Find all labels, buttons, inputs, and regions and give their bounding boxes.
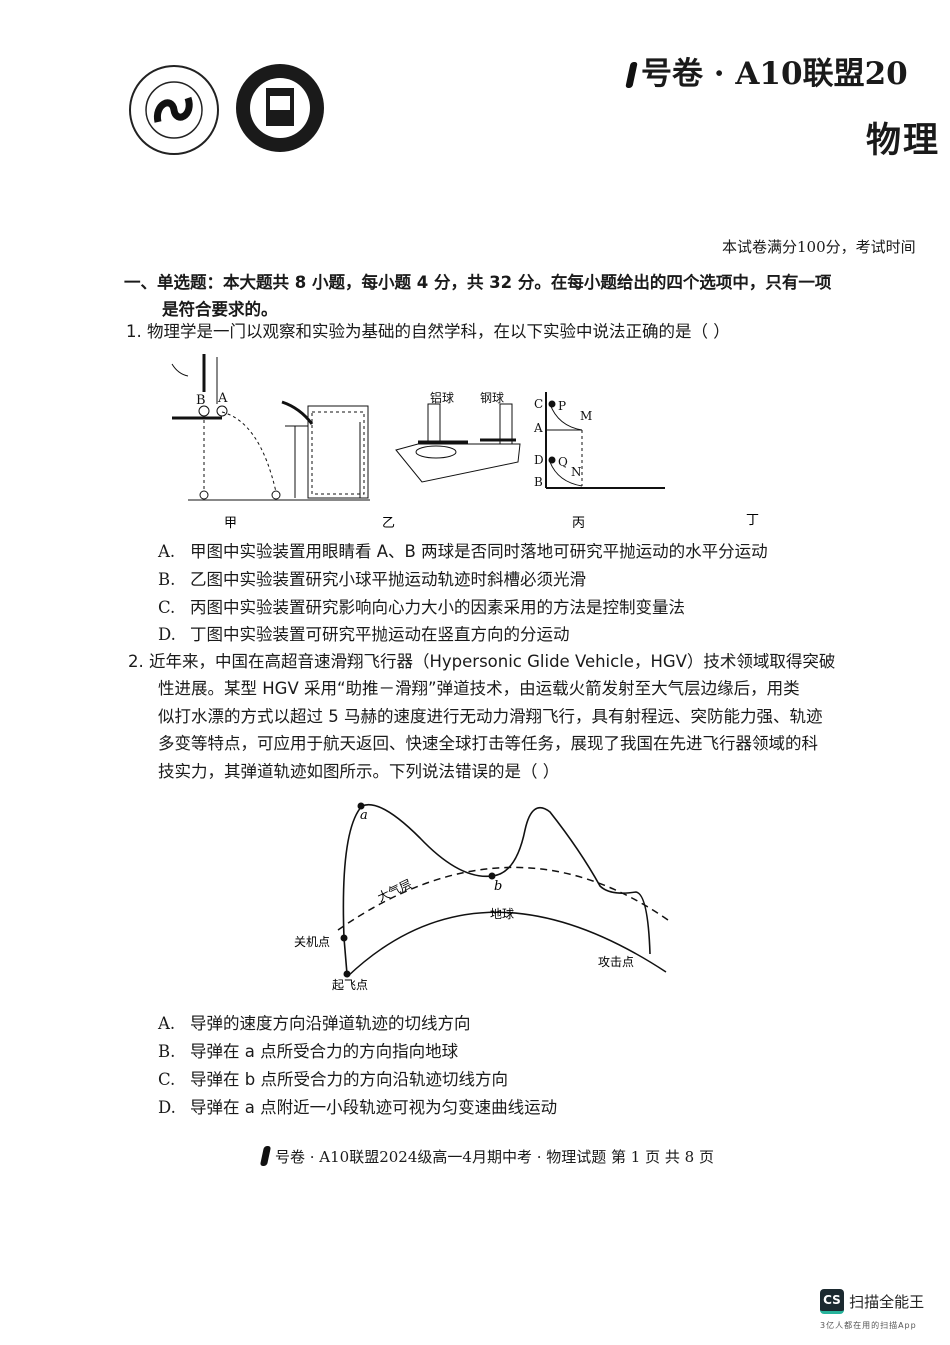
svg-text:地球: 地球 (490, 907, 514, 921)
section-heading-cont: 是符合要求的。 (162, 300, 278, 319)
svg-text:A: A (217, 391, 228, 406)
q1-option-c: C.丙图中实验装置研究影响向心力大小的因素采用的方法是控制变量法 (158, 598, 685, 617)
svg-text:Q: Q (558, 455, 568, 469)
figure-jia: B A (171, 354, 288, 501)
trajectory-figure: a b 大气层 地球 关机点 起飞点 攻击点 (294, 802, 669, 992)
section-heading: 一、单选题：本大题共 8 小题，每小题 4 分，共 32 分。在每小题给出的四个… (124, 273, 832, 292)
q2-stem-line5: 技实力，其弹道轨迹如图所示。下列说法错误的是（ ） (158, 762, 560, 781)
exam-title: 号卷 · A10联盟20 (625, 48, 908, 93)
q1-stem: 1. 物理学是一门以观察和实验为基础的自然学科，在以下实验中说法正确的是（ ） (126, 322, 730, 341)
page-footer: 号卷 · A10联盟2024级高一4月期中考 · 物理试题 第 1 页 共 8 … (259, 1146, 714, 1167)
svg-text:B: B (534, 475, 543, 489)
svg-text:大气层: 大气层 (375, 876, 414, 905)
svg-text:N: N (571, 465, 582, 479)
svg-text:P: P (558, 399, 566, 413)
subject-title: 物理 (866, 120, 941, 161)
q2-option-a: A.导弹的速度方向沿弹道轨迹的切线方向 (158, 1014, 471, 1033)
atmosphere-arc (337, 866, 669, 931)
earth-arc (346, 911, 667, 978)
figure-bing: 铝球 钢球 (395, 390, 521, 483)
caption-ding: 丁 (746, 513, 759, 528)
caption-yi: 乙 (382, 516, 395, 531)
svg-text:D: D (534, 453, 544, 467)
q1-option-b: B.乙图中实验装置研究小球平抛运动轨迹时斜槽必须光滑 (158, 570, 586, 589)
svg-text:M: M (580, 409, 592, 423)
alliance-seal (129, 65, 219, 155)
svg-text:钢球: 钢球 (480, 391, 504, 405)
caption-bing: 丙 (572, 516, 585, 531)
caption-jia: 甲 (224, 516, 237, 531)
camscanner-logo-icon: CS (820, 1289, 844, 1314)
svg-text:B: B (196, 393, 206, 408)
q2-stem-line1: 2. 近年来，中国在高超音速滑翔飞行器（Hypersonic Glide Veh… (128, 652, 836, 671)
school-logos (129, 64, 324, 155)
q2-stem-line2: 性进展。某型 HGV 采用“助推－滑翔”弹道技术，由运载火箭发射至大气层边缘后，… (158, 679, 800, 698)
q2-option-c: C.导弹在 b 点所受合力的方向沿轨迹切线方向 (158, 1070, 508, 1089)
figure-ding: C P M A D Q N B (533, 392, 665, 489)
brush-logo-icon (259, 1146, 272, 1166)
svg-text:b: b (494, 879, 502, 894)
q1-option-a: A.甲图中实验装置用眼睛看 A、B 两球是否同时落地可研究平抛运动的水平分运动 (158, 542, 768, 561)
q2-stem-line3: 似打水漂的方式以超过 5 马赫的速度进行无动力滑翔飞行，具有射程远、突防能力强、… (158, 707, 823, 726)
svg-text:关机点: 关机点 (294, 935, 330, 949)
svg-text:攻击点: 攻击点 (598, 955, 634, 969)
svg-text:铝球: 铝球 (430, 390, 454, 405)
svg-text:C: C (534, 397, 543, 411)
q2-stem-line4: 多变等特点，可应用于航天返回、快速全球打击等任务，展现了我国在先进飞行器领域的科 (158, 734, 818, 753)
q2-option-d: D.导弹在 a 点附近一小段轨迹可视为匀变速曲线运动 (158, 1098, 558, 1117)
svg-text:a: a (360, 808, 368, 823)
camscanner-watermark: CS 扫描全能王 3亿人都在用的扫描App (820, 1289, 924, 1331)
brush-logo-icon (625, 62, 638, 88)
q1-option-d: D.丁图中实验装置可研究平抛运动在竖直方向的分运动 (158, 625, 570, 644)
q1-figures: B A 铝球 钢球 C P M A D Q N B 甲 乙 丙 丁 (171, 354, 759, 531)
figure-yi (276, 400, 370, 501)
svg-text:A: A (533, 421, 543, 435)
svg-text:起飞点: 起飞点 (332, 978, 368, 992)
wanzhi-seal (236, 64, 324, 152)
exam-info: 本试卷满分100分，考试时间 (722, 238, 916, 256)
q2-option-b: B.导弹在 a 点所受合力的方向指向地球 (158, 1042, 459, 1061)
